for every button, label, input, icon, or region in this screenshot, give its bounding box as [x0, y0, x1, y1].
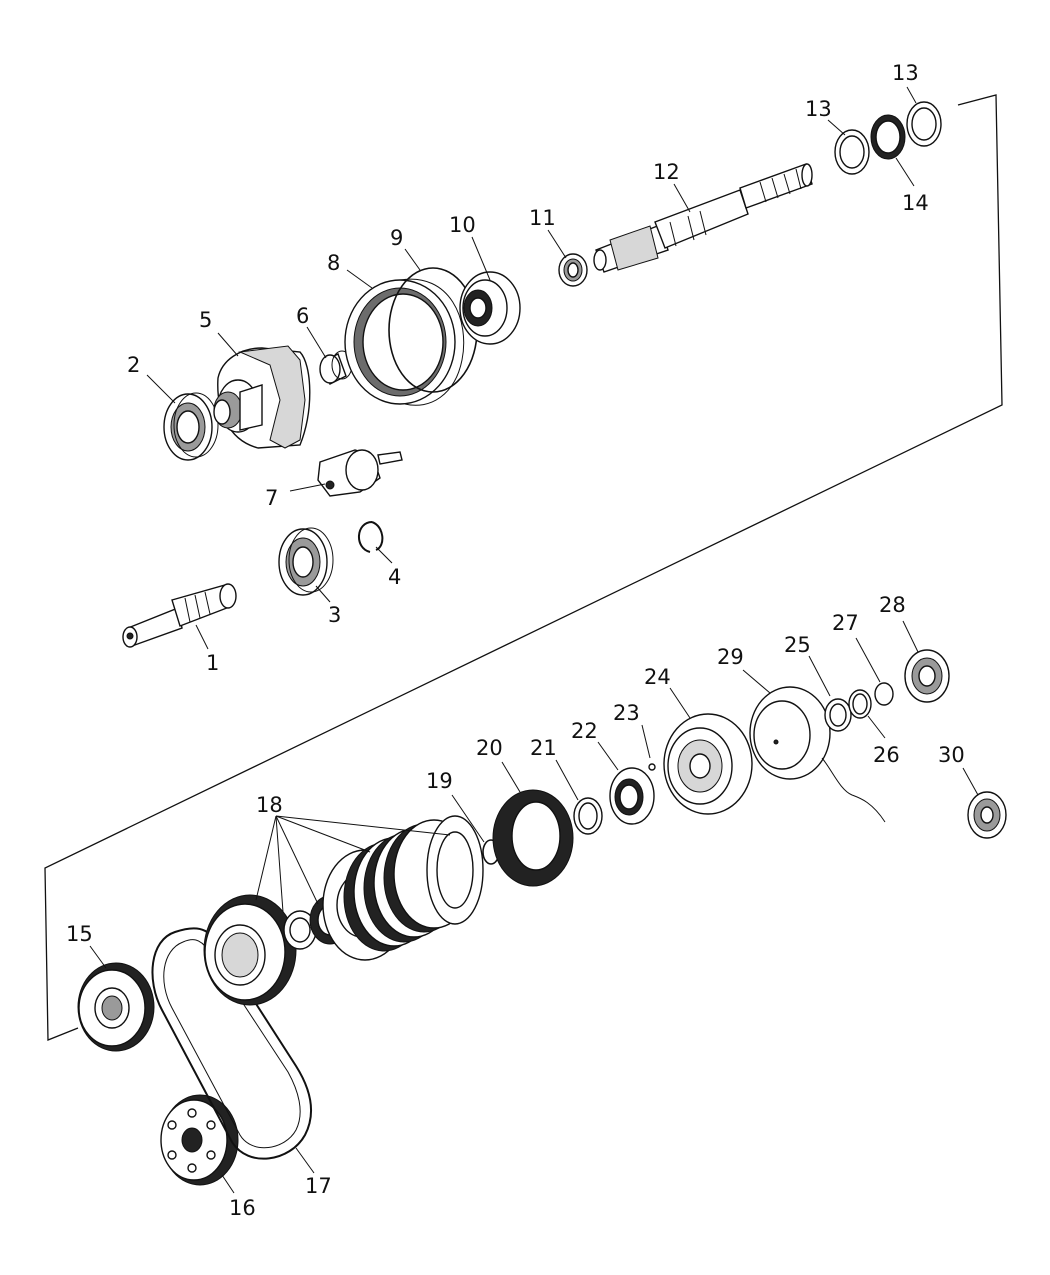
part-24-pump-housing — [663, 713, 753, 815]
callout-9: 9 — [390, 226, 403, 250]
part-5-planetary-carrier — [213, 345, 311, 449]
part-25-o-ring — [824, 698, 852, 732]
callout-24: 24 — [644, 665, 671, 689]
callout-17: 17 — [305, 1174, 332, 1198]
callout-22: 22 — [571, 719, 598, 743]
callout-6: 6 — [296, 304, 309, 328]
part-22-seal — [609, 767, 655, 825]
callout-2: 2 — [127, 353, 140, 377]
callout-5: 5 — [199, 308, 212, 332]
part-26-o-ring — [848, 689, 872, 719]
part-16-sprocket — [160, 1094, 239, 1186]
part-8-ring-gear — [344, 278, 465, 406]
part-23-ball — [648, 763, 656, 771]
callout-8: 8 — [327, 251, 340, 275]
callout-25: 25 — [784, 633, 811, 657]
clutch-pack — [322, 815, 484, 961]
callout-16: 16 — [229, 1196, 256, 1220]
callout-26: 26 — [873, 743, 900, 767]
callout-20: 20 — [476, 736, 503, 760]
callout-30: 30 — [938, 743, 965, 767]
callout-29: 29 — [717, 645, 744, 669]
leader-lines — [89, 86, 979, 1194]
assembly-boundary-line — [44, 94, 1003, 1041]
part-2-bearing — [163, 392, 219, 461]
callout-18: 18 — [256, 793, 283, 817]
callout-labels: 1 2 3 4 5 6 7 8 9 10 11 12 13 13 14 15 1… — [66, 61, 965, 1220]
part-30-bearing — [967, 791, 1007, 839]
callout-10: 10 — [449, 213, 476, 237]
callout-14: 14 — [902, 191, 929, 215]
callout-1: 1 — [206, 651, 219, 675]
callout-11: 11 — [529, 206, 556, 230]
part-6-bushing — [319, 350, 353, 385]
callout-23: 23 — [613, 701, 640, 725]
part-1-input-shaft — [122, 583, 237, 648]
part-10-hub — [459, 271, 521, 345]
part-11-washer — [558, 253, 588, 287]
part-12-main-shaft — [593, 163, 813, 273]
callout-3: 3 — [328, 603, 341, 627]
part-7-shift-fork — [317, 449, 403, 497]
part-13-thrust-washer-a — [834, 129, 870, 175]
part-13-thrust-washer-b — [906, 101, 942, 147]
callout-4: 4 — [388, 565, 401, 589]
part-14-needle-bearing — [870, 114, 906, 160]
part-29-coil — [749, 686, 886, 823]
callout-12: 12 — [653, 160, 680, 184]
callout-7: 7 — [265, 486, 278, 510]
part-20-friction-disc — [492, 789, 574, 887]
callout-13-right: 13 — [892, 61, 919, 85]
callout-28: 28 — [879, 593, 906, 617]
callout-19: 19 — [426, 769, 453, 793]
callout-13-left: 13 — [805, 97, 832, 121]
callout-21: 21 — [530, 736, 557, 760]
part-27-snap-ring — [874, 682, 894, 706]
part-21-o-ring — [573, 797, 603, 835]
part-28-bearing — [904, 649, 950, 703]
part-4-snap-ring — [358, 521, 384, 553]
callout-27: 27 — [832, 611, 859, 635]
part-3-bearing — [278, 527, 334, 596]
part-15-sprocket — [77, 962, 155, 1052]
callout-15: 15 — [66, 922, 93, 946]
